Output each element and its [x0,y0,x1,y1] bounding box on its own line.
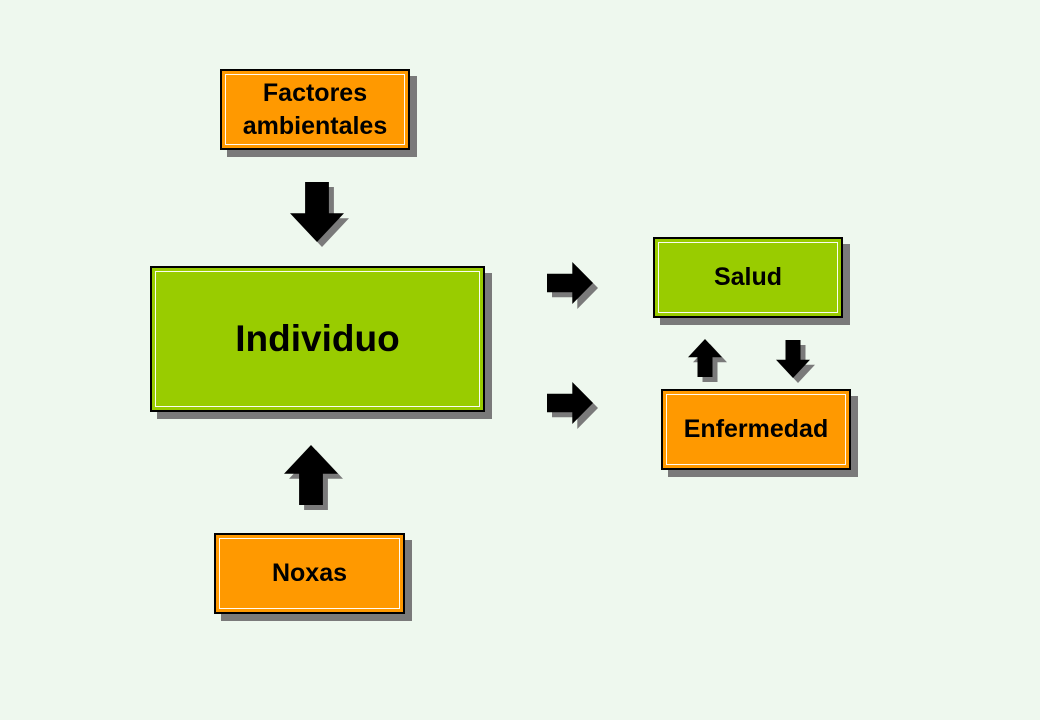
salud-label: Salud [713,263,783,291]
noxas-label: Noxas [271,559,348,587]
noxas-to-individuo-arrow [284,445,343,510]
arrow-shape [776,340,810,378]
salud-box: Salud [653,237,843,318]
individuo-box: Individuo [150,266,485,412]
individuo-to-salud-arrow [547,262,598,309]
factores-ambientales-box: Factores ambientales [220,69,410,150]
enfermedad-to-salud-arrow [688,339,727,382]
arrow-shape [688,339,722,377]
salud-to-enfermedad-arrow [776,340,815,383]
arrow-shape [290,182,344,242]
arrow-shape [547,382,593,424]
enfermedad-label: Enfermedad [683,415,829,443]
enfermedad-box: Enfermedad [661,389,851,470]
individuo-label: Individuo [235,318,400,359]
factores-ambientales-label: Factores ambientales [242,78,388,140]
arrow-shape [547,262,593,304]
noxas-box: Noxas [214,533,405,614]
arrow-shape [284,445,338,505]
factores-to-individuo-arrow [290,182,349,247]
individuo-to-enfermedad-arrow [547,382,598,429]
